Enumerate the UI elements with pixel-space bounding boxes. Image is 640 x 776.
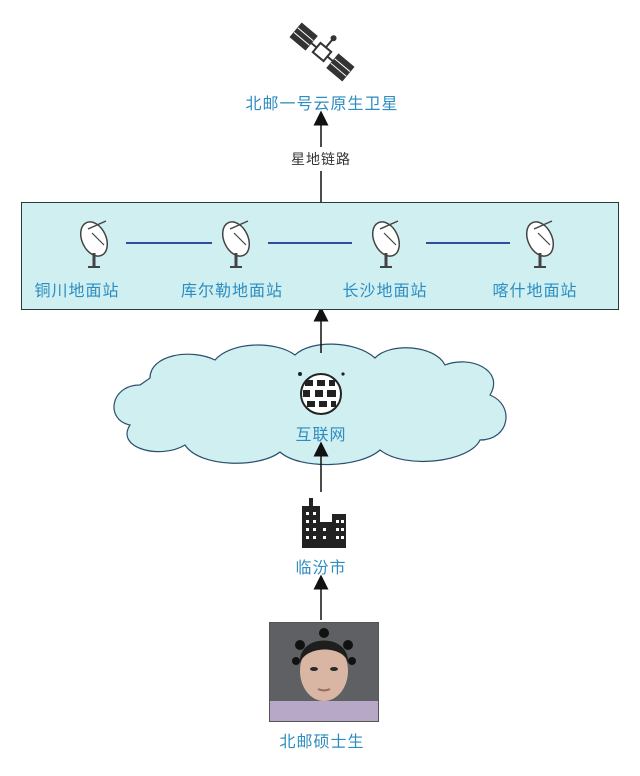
ground-stations-box: 铜川地面站 库尔勒地面站 长沙地面站 喀什地面站 bbox=[21, 202, 619, 310]
satellite-icon bbox=[289, 22, 355, 82]
station-label-tongchuan: 铜川地面站 bbox=[34, 281, 120, 300]
city-buildings-icon bbox=[302, 498, 346, 548]
link-label: 星地链路 bbox=[287, 147, 355, 171]
satellite-dish-icon bbox=[79, 220, 109, 268]
internet-label: 互联网 bbox=[295, 425, 347, 444]
globe-icon bbox=[298, 372, 345, 415]
stations-graphics bbox=[79, 220, 555, 268]
person-photo bbox=[269, 622, 379, 722]
station-label-kashgar: 喀什地面站 bbox=[492, 281, 578, 300]
student-label: 北邮硕士生 bbox=[279, 732, 365, 751]
satellite-dish-icon bbox=[221, 220, 251, 268]
satellite-label: 北邮一号云原生卫星 bbox=[245, 94, 399, 113]
station-label-changsha: 长沙地面站 bbox=[342, 281, 428, 300]
satellite-dish-icon bbox=[371, 220, 401, 268]
city-label: 临汾市 bbox=[295, 558, 347, 577]
station-label-korla: 库尔勒地面站 bbox=[180, 281, 284, 300]
satellite-dish-icon bbox=[525, 220, 555, 268]
